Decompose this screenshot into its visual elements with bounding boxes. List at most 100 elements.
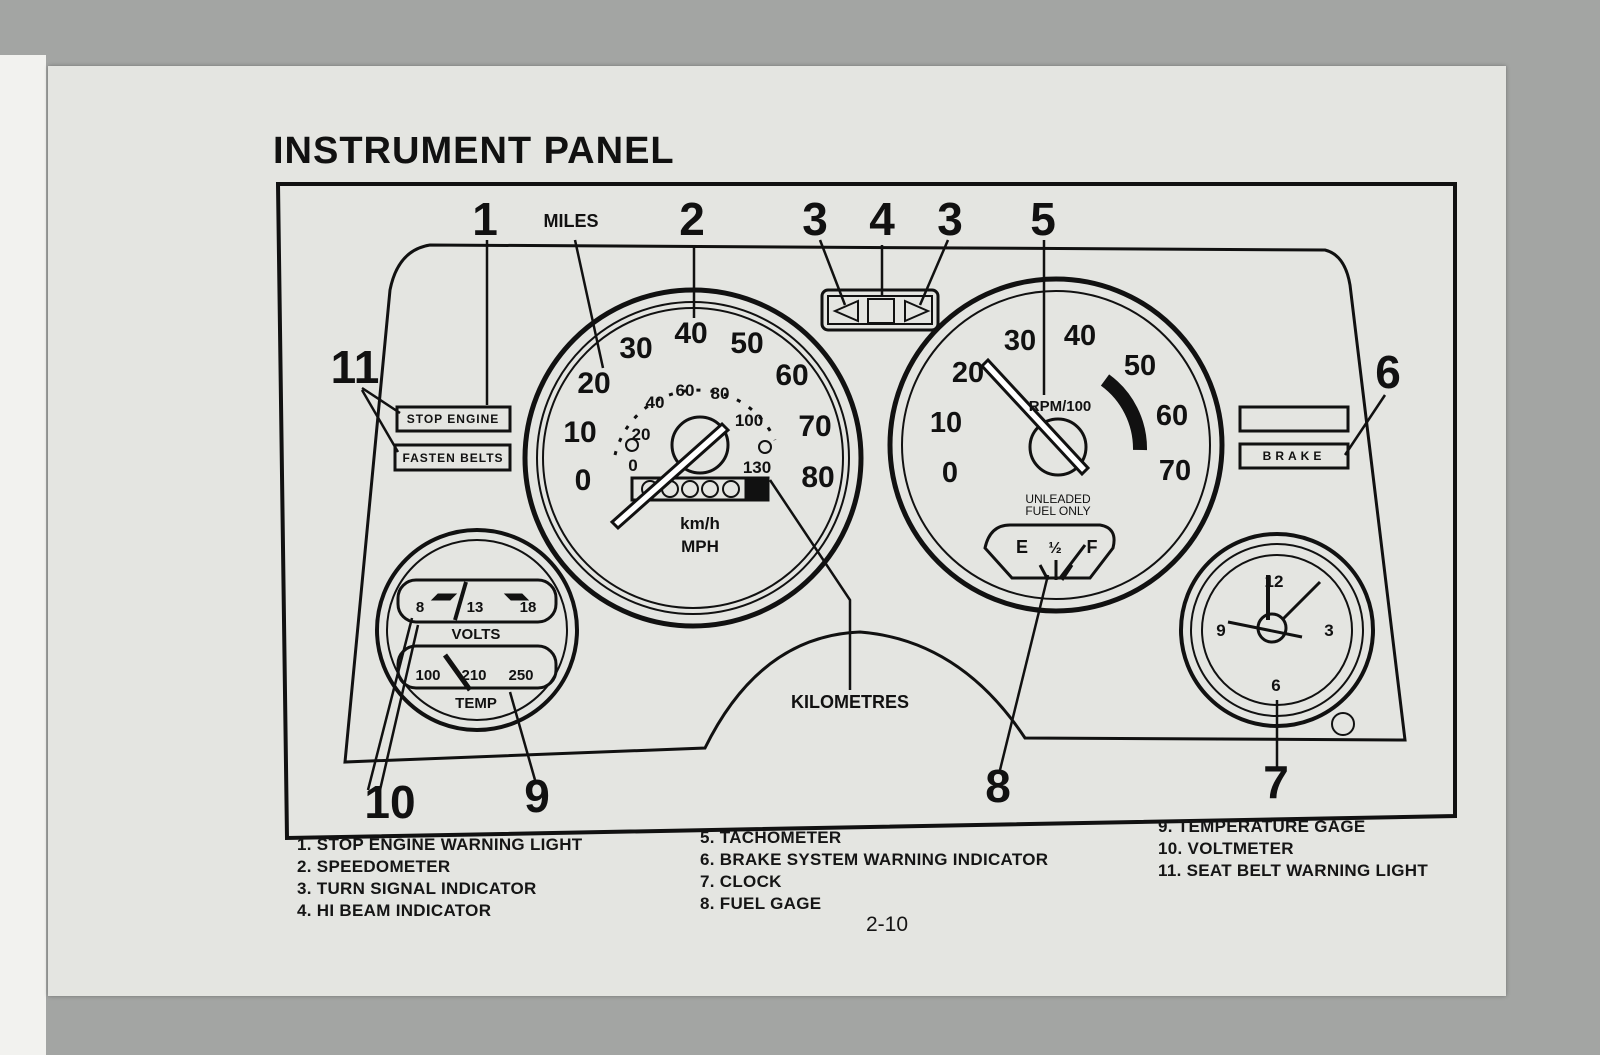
diagram-frame — [275, 182, 1457, 841]
callout-leader-lines — [360, 239, 1387, 791]
legend-item: 11. SEAT BELT WARNING LIGHT — [1158, 861, 1429, 880]
volt-temp-gage — [375, 528, 579, 732]
volt-tick-label: 13 — [467, 599, 484, 616]
kmh-tick-label: 40 — [646, 393, 665, 412]
temp-label: TEMP — [455, 695, 497, 712]
facing-page-edge — [0, 55, 46, 1055]
callout-3-left: 3 — [802, 193, 828, 245]
kmh-tick-label: 80 — [711, 384, 730, 403]
mph-tick-label: 10 — [563, 416, 596, 449]
mph-tick-label: 0 — [575, 464, 592, 497]
callout-6: 6 — [1375, 346, 1401, 398]
page-number: 2-10 — [866, 913, 909, 936]
miles-label: MILES — [543, 211, 598, 231]
mph-tick-label: 70 — [798, 410, 831, 443]
mph-tick-label: 60 — [775, 359, 808, 392]
tach-tick-label: 60 — [1156, 400, 1188, 432]
callout-9: 9 — [524, 770, 550, 822]
redline-arc — [1100, 374, 1148, 451]
legend-column-2: 5. TACHOMETER 6. BRAKE SYSTEM WARNING IN… — [700, 828, 1048, 916]
stop-engine-light — [395, 405, 512, 433]
volt-tick-label: 8 — [416, 599, 424, 616]
callout-7: 7 — [1263, 756, 1289, 808]
tach-tick-label: 20 — [952, 357, 984, 389]
rpm-unit: RPM/100 — [1029, 398, 1092, 415]
tach-tick-label: 70 — [1159, 455, 1191, 487]
tach-tick-label: 50 — [1124, 350, 1156, 382]
legend-column-1: 1. STOP ENGINE WARNING LIGHT 2. SPEEDOME… — [297, 835, 582, 923]
tachometer-needle — [979, 357, 1091, 477]
clock-numeral: 3 — [1324, 621, 1333, 640]
blank-indicator — [1238, 405, 1350, 433]
callout-3-right: 3 — [937, 193, 963, 245]
temp-tick-label: 100 — [415, 667, 440, 684]
callout-2: 2 — [679, 193, 705, 245]
page-title: INSTRUMENT PANEL — [273, 130, 675, 172]
kmh-tick-label: 100 — [735, 411, 763, 430]
unleaded-note: UNLEADED — [1025, 492, 1091, 506]
speedometer — [522, 287, 864, 629]
mph-tick-label: 20 — [577, 367, 610, 400]
mph-tick-label: 30 — [619, 332, 652, 365]
legend-item: 6. BRAKE SYSTEM WARNING INDICATOR — [700, 850, 1049, 869]
callout-1: 1 — [472, 193, 498, 245]
callout-10: 10 — [364, 776, 415, 828]
legend-item: 5. TACHOMETER — [700, 828, 842, 847]
callout-8: 8 — [985, 760, 1011, 812]
kmh-tick-label: 130 — [743, 458, 771, 477]
brake-text: BRAKE — [1263, 449, 1326, 463]
fasten-belts-text: FASTEN BELTS — [402, 451, 503, 465]
kmh-tick-label: 20 — [632, 425, 651, 444]
hi-beam-indicator — [867, 298, 895, 324]
fuel-gage-window — [983, 523, 1116, 580]
callout-5: 5 — [1030, 193, 1056, 245]
mph-tick-label: 80 — [801, 461, 834, 494]
legend-item: 7. CLOCK — [700, 872, 782, 891]
manual-page — [48, 66, 1506, 996]
fuel-only-note: FUEL ONLY — [1025, 504, 1090, 518]
temp-tick-label: 250 — [508, 667, 533, 684]
tach-tick-label: 0 — [942, 457, 958, 489]
kilometres-label: KILOMETRES — [791, 692, 909, 712]
kmh-tick-label: 60 — [676, 381, 695, 400]
tach-tick-label: 30 — [1004, 325, 1036, 357]
mph-tick-label: 40 — [674, 317, 707, 350]
clock-numeral: 9 — [1216, 621, 1225, 640]
mph-unit: MPH — [681, 537, 719, 556]
mph-tick-label: 50 — [730, 327, 763, 360]
legend-item: 1. STOP ENGINE WARNING LIGHT — [297, 835, 583, 854]
voltmeter-needle — [453, 581, 468, 621]
kmh-unit: km/h — [680, 514, 720, 533]
dash-outline — [343, 243, 1407, 764]
clock-numeral: 6 — [1271, 676, 1280, 695]
clock-second-hand — [1227, 620, 1303, 639]
clock-numeral: 12 — [1265, 572, 1284, 591]
fuel-empty-label: E — [1016, 537, 1028, 557]
tach-tick-label: 40 — [1064, 320, 1096, 352]
fasten-belts-light — [393, 443, 512, 472]
fuel-half-label: ½ — [1048, 540, 1061, 557]
legend-item: 3. TURN SIGNAL INDICATOR — [297, 879, 537, 898]
callout-4: 4 — [869, 193, 895, 245]
temp-needle — [442, 653, 473, 692]
turn-signal-indicator-housing — [820, 288, 940, 332]
speedometer-needle — [609, 421, 731, 531]
legend-item: 8. FUEL GAGE — [700, 894, 822, 913]
kmh-tick-label: 0 — [628, 456, 637, 475]
volts-label: VOLTS — [452, 626, 501, 643]
temp-tick-label: 210 — [461, 667, 486, 684]
clock-minute-hand — [1280, 580, 1322, 622]
callout-11: 11 — [331, 341, 380, 393]
legend-item: 2. SPEEDOMETER — [297, 857, 451, 876]
brake-light — [1238, 442, 1350, 470]
fuel-full-label: F — [1087, 537, 1098, 557]
speedometer-hub — [670, 415, 730, 475]
legend-item: 4. HI BEAM INDICATOR — [297, 901, 492, 920]
tachometer — [887, 276, 1225, 614]
tach-tick-label: 10 — [930, 407, 962, 439]
legend-item: 10. VOLTMETER — [1158, 839, 1294, 858]
legend-item: 9. TEMPERATURE GAGE — [1158, 817, 1366, 836]
stop-engine-text: STOP ENGINE — [407, 412, 500, 426]
legend-column-3: 9. TEMPERATURE GAGE 10. VOLTMETER 11. SE… — [1158, 817, 1428, 883]
